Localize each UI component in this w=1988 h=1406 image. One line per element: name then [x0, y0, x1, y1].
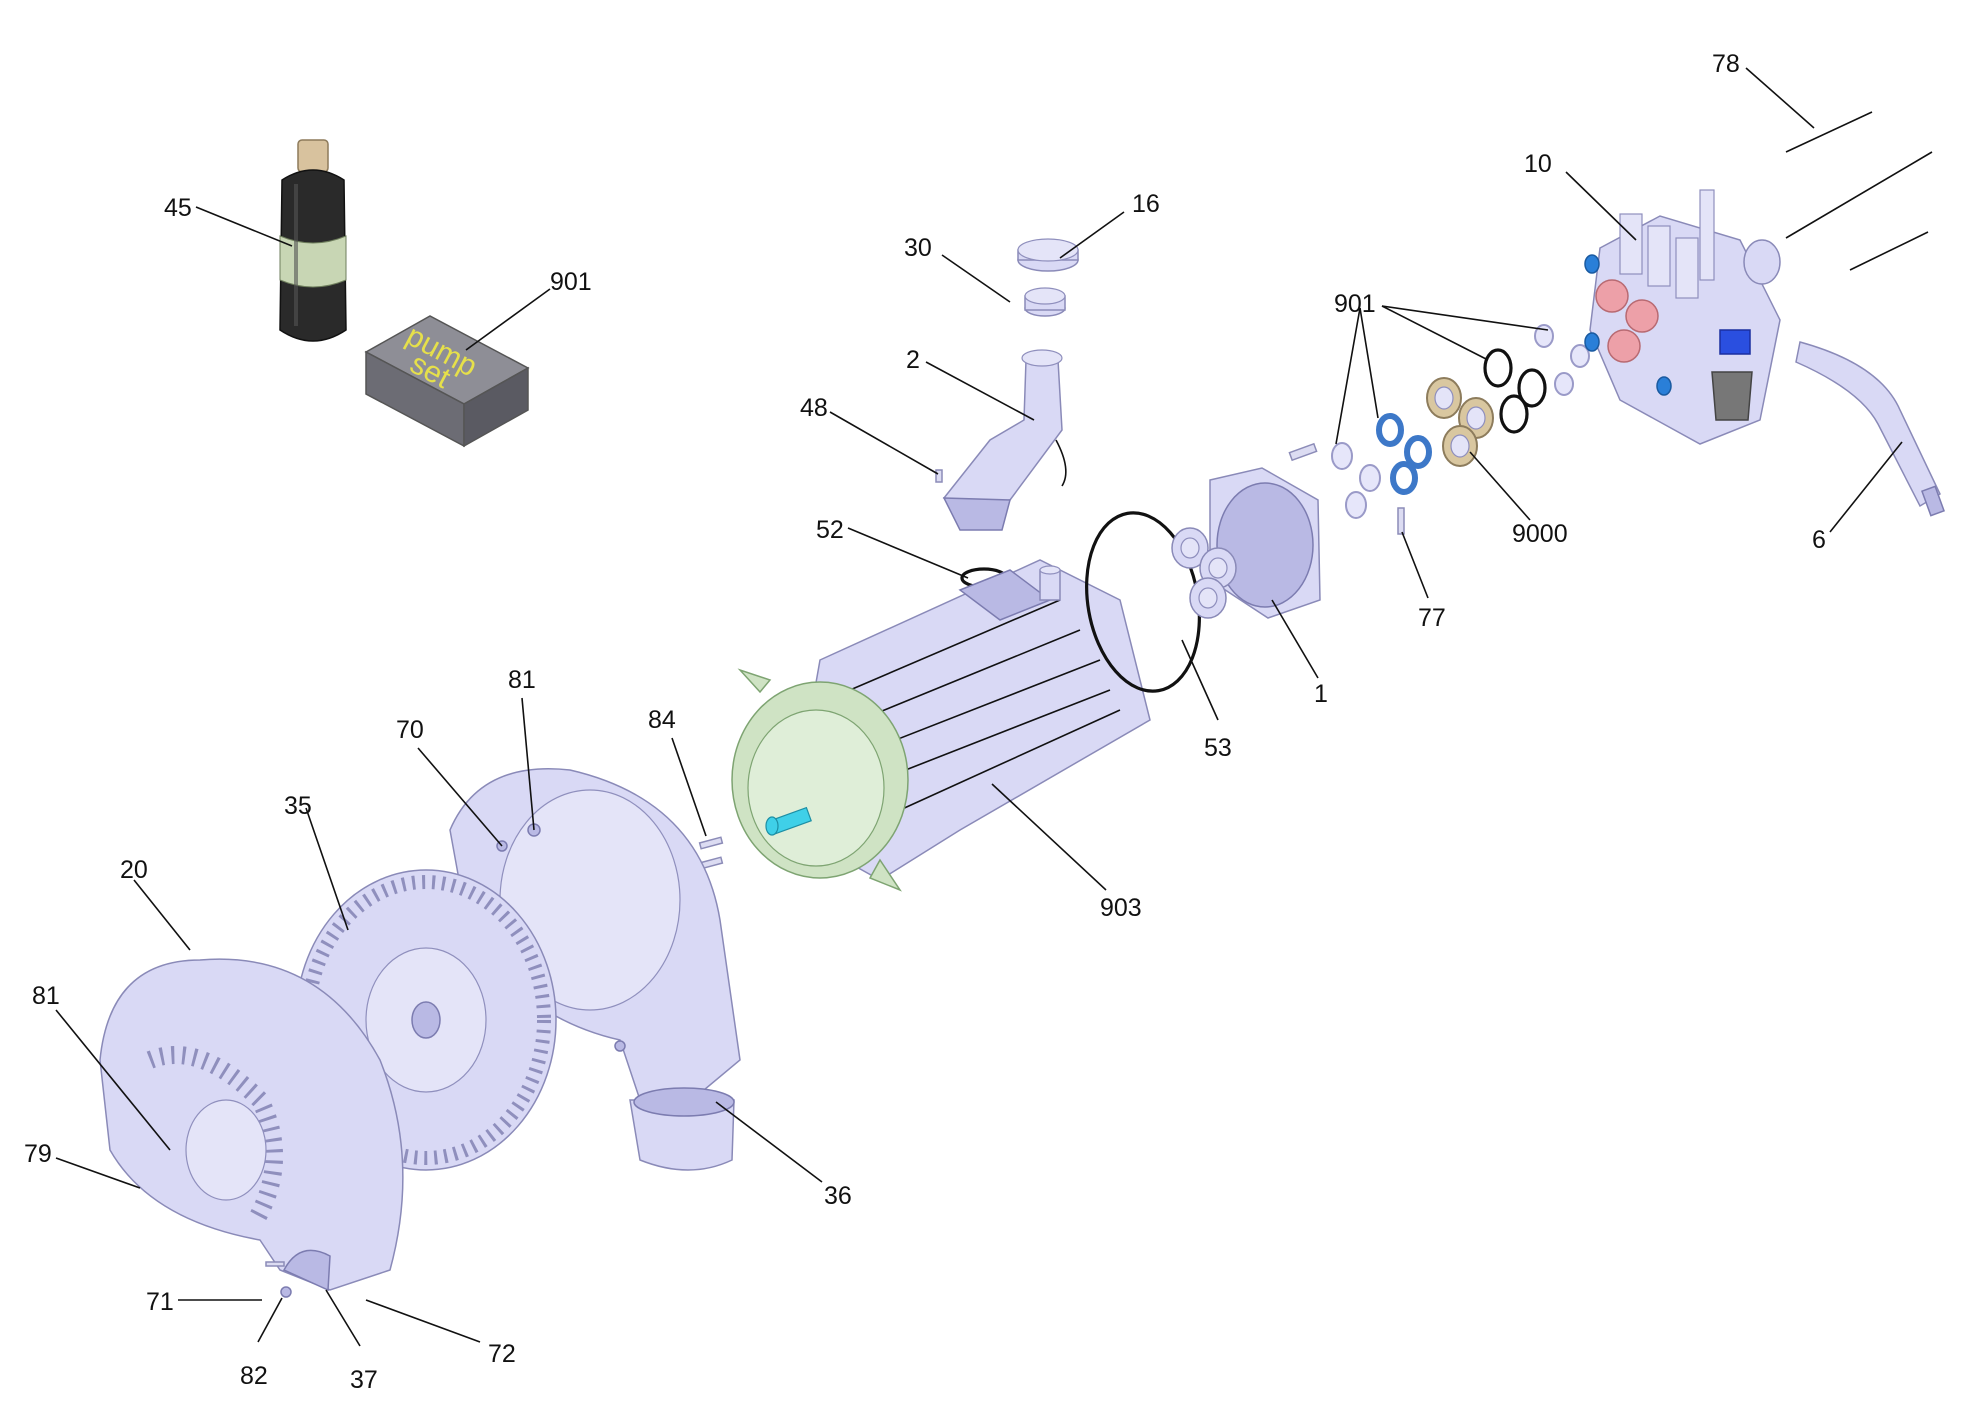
label-81-left: 81: [32, 982, 60, 1010]
fan-housing-part-36: [449, 768, 741, 1171]
label-82: 82: [240, 1362, 268, 1390]
label-52: 52: [816, 516, 844, 544]
label-903: 903: [1100, 894, 1142, 922]
pump-set-box-part-901: pump set: [364, 315, 530, 448]
label-901-seals: 901: [1334, 290, 1376, 318]
label-78: 78: [1712, 50, 1740, 78]
label-77: 77: [1418, 604, 1446, 632]
cylinder-head-part-10: [1584, 189, 1781, 445]
oil-bottle-part-45: [279, 139, 347, 342]
label-48: 48: [800, 394, 828, 422]
seal-kit-part-901: [1331, 324, 1590, 535]
label-16: 16: [1132, 190, 1160, 218]
leader-lines: [55, 67, 1903, 1347]
motor-housing-part-903: [731, 559, 1151, 892]
label-71: 71: [146, 1288, 174, 1316]
label-9000: 9000: [1512, 520, 1568, 548]
label-53: 53: [1204, 734, 1232, 762]
label-6: 6: [1812, 526, 1826, 554]
label-72: 72: [488, 1340, 516, 1368]
label-36: 36: [824, 1182, 852, 1210]
hose-fitting-part-6: [1795, 341, 1945, 517]
fan-cover-part-20: [99, 958, 404, 1298]
label-35: 35: [284, 792, 312, 820]
label-45: 45: [164, 194, 192, 222]
label-10: 10: [1524, 150, 1552, 178]
label-1: 1: [1314, 680, 1328, 708]
label-81-top: 81: [508, 666, 536, 694]
bolts-part-78: [1785, 111, 1933, 271]
label-84: 84: [648, 706, 676, 734]
label-20: 20: [120, 856, 148, 884]
label-30: 30: [904, 234, 932, 262]
swash-plate-part-1: [1171, 442, 1321, 619]
part-labels: 45 901 30 16 2 48 52 901 78 10 6 9000 77…: [24, 50, 1826, 1394]
label-37: 37: [350, 1366, 378, 1394]
label-70: 70: [396, 716, 424, 744]
label-79: 79: [24, 1140, 52, 1168]
label-901-box: 901: [550, 268, 592, 296]
label-2: 2: [906, 346, 920, 374]
inlet-assembly: [935, 238, 1079, 531]
pins-part-84: [698, 836, 724, 870]
